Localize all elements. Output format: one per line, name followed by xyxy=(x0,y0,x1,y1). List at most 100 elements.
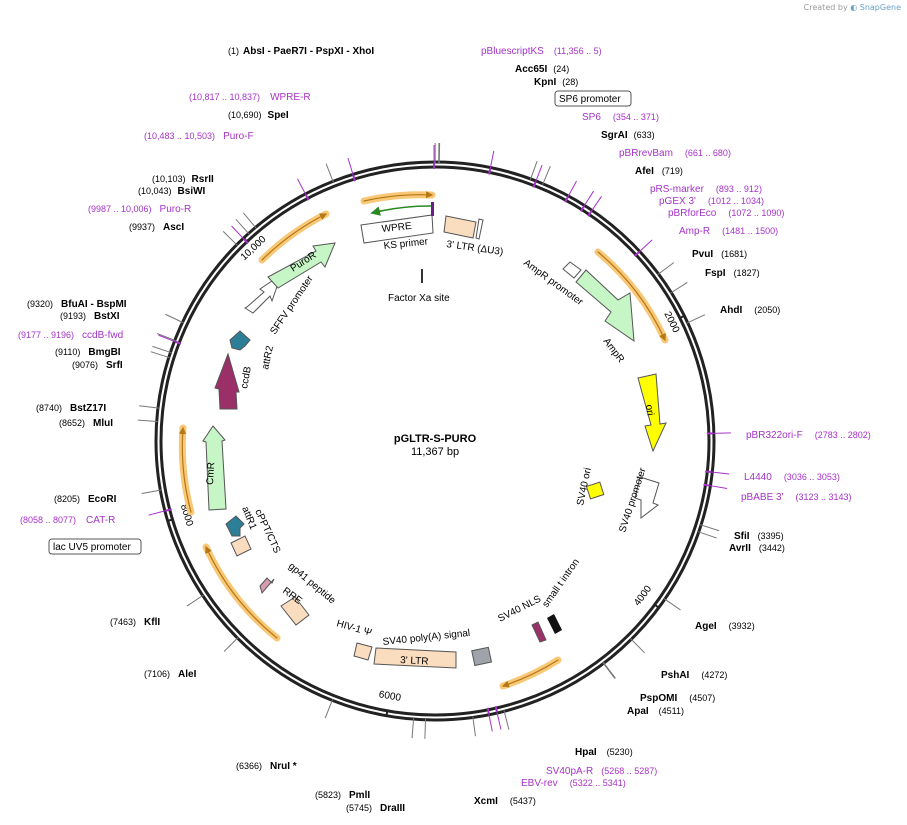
primer-name: EBV-rev xyxy=(521,778,558,789)
site-name: SpeI xyxy=(268,110,289,121)
site-label: (10,043)BsiWI xyxy=(138,186,206,197)
orf-arc-sv40-line xyxy=(501,659,559,688)
tick-label: 6000 xyxy=(378,689,402,704)
primer-mark xyxy=(532,181,537,188)
primer-labels: pBluescriptKS(11,356 .. 5) SP6(354 .. 37… xyxy=(18,46,871,789)
site-name: AvrII xyxy=(729,543,751,554)
site-leader xyxy=(699,524,720,532)
primer-name: WPRE-R xyxy=(270,92,311,103)
site-label: HpaI(5230) xyxy=(575,747,633,758)
site-label: AvrII (3442) xyxy=(729,543,785,554)
primer-label: (8058 .. 8077)CAT-R xyxy=(20,515,115,526)
primer-leader xyxy=(638,239,653,253)
attr2-feature xyxy=(229,330,251,351)
primer-leader xyxy=(231,225,245,240)
primer-label: pBluescriptKS(11,356 .. 5) xyxy=(481,46,602,57)
site-pos: (3442) xyxy=(759,543,785,553)
primer-label: (10,483 .. 10,503)Puro-F xyxy=(144,131,254,142)
primer-range: (2783 .. 2802) xyxy=(815,430,871,440)
site-label: SfiI(3395) xyxy=(734,531,784,542)
site-pos: (8740) xyxy=(36,403,62,413)
orf-arc-gag xyxy=(202,543,281,642)
primer-label: pBRforEco(1072 .. 1090) xyxy=(668,208,784,219)
wpre-feature xyxy=(360,214,434,244)
site-leader xyxy=(472,716,476,737)
sv40-nls-label: SV40 NLS xyxy=(496,594,543,625)
features xyxy=(202,202,667,669)
site-name: EcoRI xyxy=(88,494,117,505)
snapgene-credit: Created by ◐ SnapGene xyxy=(804,3,901,12)
ks-primer-label: KS primer xyxy=(383,236,429,252)
site-pos: (633) xyxy=(634,130,655,140)
leader-lines xyxy=(137,142,731,739)
primer-range: (3123 .. 3143) xyxy=(796,492,852,502)
site-pos: (719) xyxy=(662,166,683,176)
primer-label: (9177 .. 9196)ccdB-fwd xyxy=(18,330,123,341)
site-leader xyxy=(235,218,250,235)
site-leader xyxy=(165,313,184,324)
primer-range: (354 .. 371) xyxy=(613,112,659,122)
primer-leader xyxy=(148,510,166,516)
site-name: KpnI xyxy=(534,77,556,88)
primer-range: (5268 .. 5287) xyxy=(601,766,657,776)
site-name: XcmI xyxy=(474,796,498,807)
site-leader xyxy=(139,405,160,409)
orf-arcs xyxy=(178,191,669,690)
primer-mark xyxy=(633,251,640,257)
site-pos: (7106) xyxy=(144,669,170,679)
site-pos: (5745) xyxy=(346,803,372,813)
primer-mark xyxy=(174,340,182,345)
site-name: PvuI xyxy=(692,249,713,260)
site-name: ApaI xyxy=(627,706,649,717)
site-leader xyxy=(156,333,176,342)
site-leader xyxy=(542,166,551,185)
primer-label: L4440(3036 .. 3053) xyxy=(744,472,840,483)
primer-mark xyxy=(352,174,356,182)
ampr-feature xyxy=(575,269,635,343)
site-name: RsrII xyxy=(192,174,214,185)
orf-arc-cat-line xyxy=(178,426,192,513)
hiv-psi-label: HIV-1 Ψ xyxy=(335,618,373,639)
site-leader xyxy=(186,594,204,607)
primer-range: (5322 .. 5341) xyxy=(570,778,626,788)
site-leader xyxy=(222,230,238,246)
site-name: BfuAI - BspMI xyxy=(61,299,127,310)
primer-range: (11,356 .. 5) xyxy=(554,46,602,56)
site-leader xyxy=(630,638,645,654)
site-label: (10,690) SpeI xyxy=(228,110,289,121)
site-label: (8652)MluI xyxy=(59,418,113,429)
primer-name: ccdB-fwd xyxy=(82,330,123,341)
site-pos: (9937) xyxy=(129,222,155,232)
factor-xa-mark xyxy=(421,269,423,283)
site-label: (8205) EcoRI xyxy=(54,494,117,505)
primer-range: (661 .. 680) xyxy=(685,148,731,158)
primer-leader xyxy=(583,190,595,207)
primer-name: Amp-R xyxy=(679,226,710,237)
primer-label: pGEX 3'(1012 .. 1034) xyxy=(659,196,764,207)
site-label: (10,103)RsrII xyxy=(152,174,214,185)
site-pos: (3932) xyxy=(729,621,755,631)
cmr-label: CmR xyxy=(205,462,217,485)
primer-name: Puro-F xyxy=(223,131,254,142)
primer-leader xyxy=(488,713,493,732)
ampr-promoter-label: AmpR promoter xyxy=(521,258,585,309)
site-pos: (8205) xyxy=(54,494,80,504)
primer-name: pBRforEco xyxy=(668,208,717,219)
primer-name: pGEX 3' xyxy=(659,196,696,207)
sv40-polya-feature xyxy=(471,646,493,667)
site-pos: (5437) xyxy=(510,796,536,806)
site-name: DraIII xyxy=(380,803,405,814)
site-pos: (10,690) xyxy=(228,110,262,120)
site-label: (9320)BfuAI - BspMI xyxy=(27,299,127,310)
ltr3-label: 3' LTR xyxy=(400,655,429,667)
sv40-polya-label: SV40 poly(A) signal xyxy=(382,628,470,648)
ks-primer-mark xyxy=(431,202,434,216)
site-labels: (1)AbsI - PaeR7I - PspXI - XhoI Acc65I(2… xyxy=(27,46,785,814)
ampr-label: AmpR xyxy=(601,336,627,365)
site-leader xyxy=(324,699,334,719)
site-leader xyxy=(424,718,427,739)
site-label: FspI(1827) xyxy=(705,268,760,279)
site-leader xyxy=(602,662,616,679)
site-label: (8740)BstZ17I xyxy=(36,403,106,414)
site-label: (9193)BstXI xyxy=(60,311,120,322)
